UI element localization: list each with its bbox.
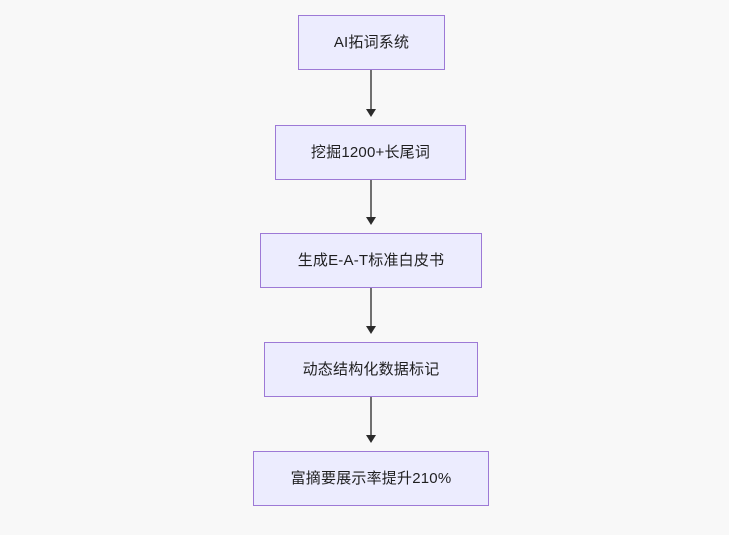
flow-node-label: 生成E-A-T标准白皮书 [297, 252, 445, 269]
flow-node-label: AI拓词系统 [333, 34, 410, 51]
edge-line [370, 70, 372, 109]
arrowhead-icon [366, 435, 376, 443]
arrowhead-icon [366, 217, 376, 225]
flow-node-rich-snippet-rate-increase[interactable]: 富摘要展示率提升210% [253, 451, 489, 506]
flow-node-generate-eat-whitepaper[interactable]: 生成E-A-T标准白皮书 [260, 233, 482, 288]
flow-node-mine-longtail-keywords[interactable]: 挖掘1200+长尾词 [275, 125, 466, 180]
edge-line [370, 288, 372, 326]
edge-line [370, 397, 372, 435]
flow-node-ai-keyword-system[interactable]: AI拓词系统 [298, 15, 445, 70]
arrowhead-icon [366, 109, 376, 117]
flow-node-label: 挖掘1200+长尾词 [310, 144, 431, 161]
flow-node-dynamic-structured-data-markup[interactable]: 动态结构化数据标记 [264, 342, 478, 397]
flow-node-label: 富摘要展示率提升210% [290, 470, 452, 487]
arrowhead-icon [366, 326, 376, 334]
flow-node-label: 动态结构化数据标记 [302, 361, 440, 378]
edge-line [370, 180, 372, 217]
